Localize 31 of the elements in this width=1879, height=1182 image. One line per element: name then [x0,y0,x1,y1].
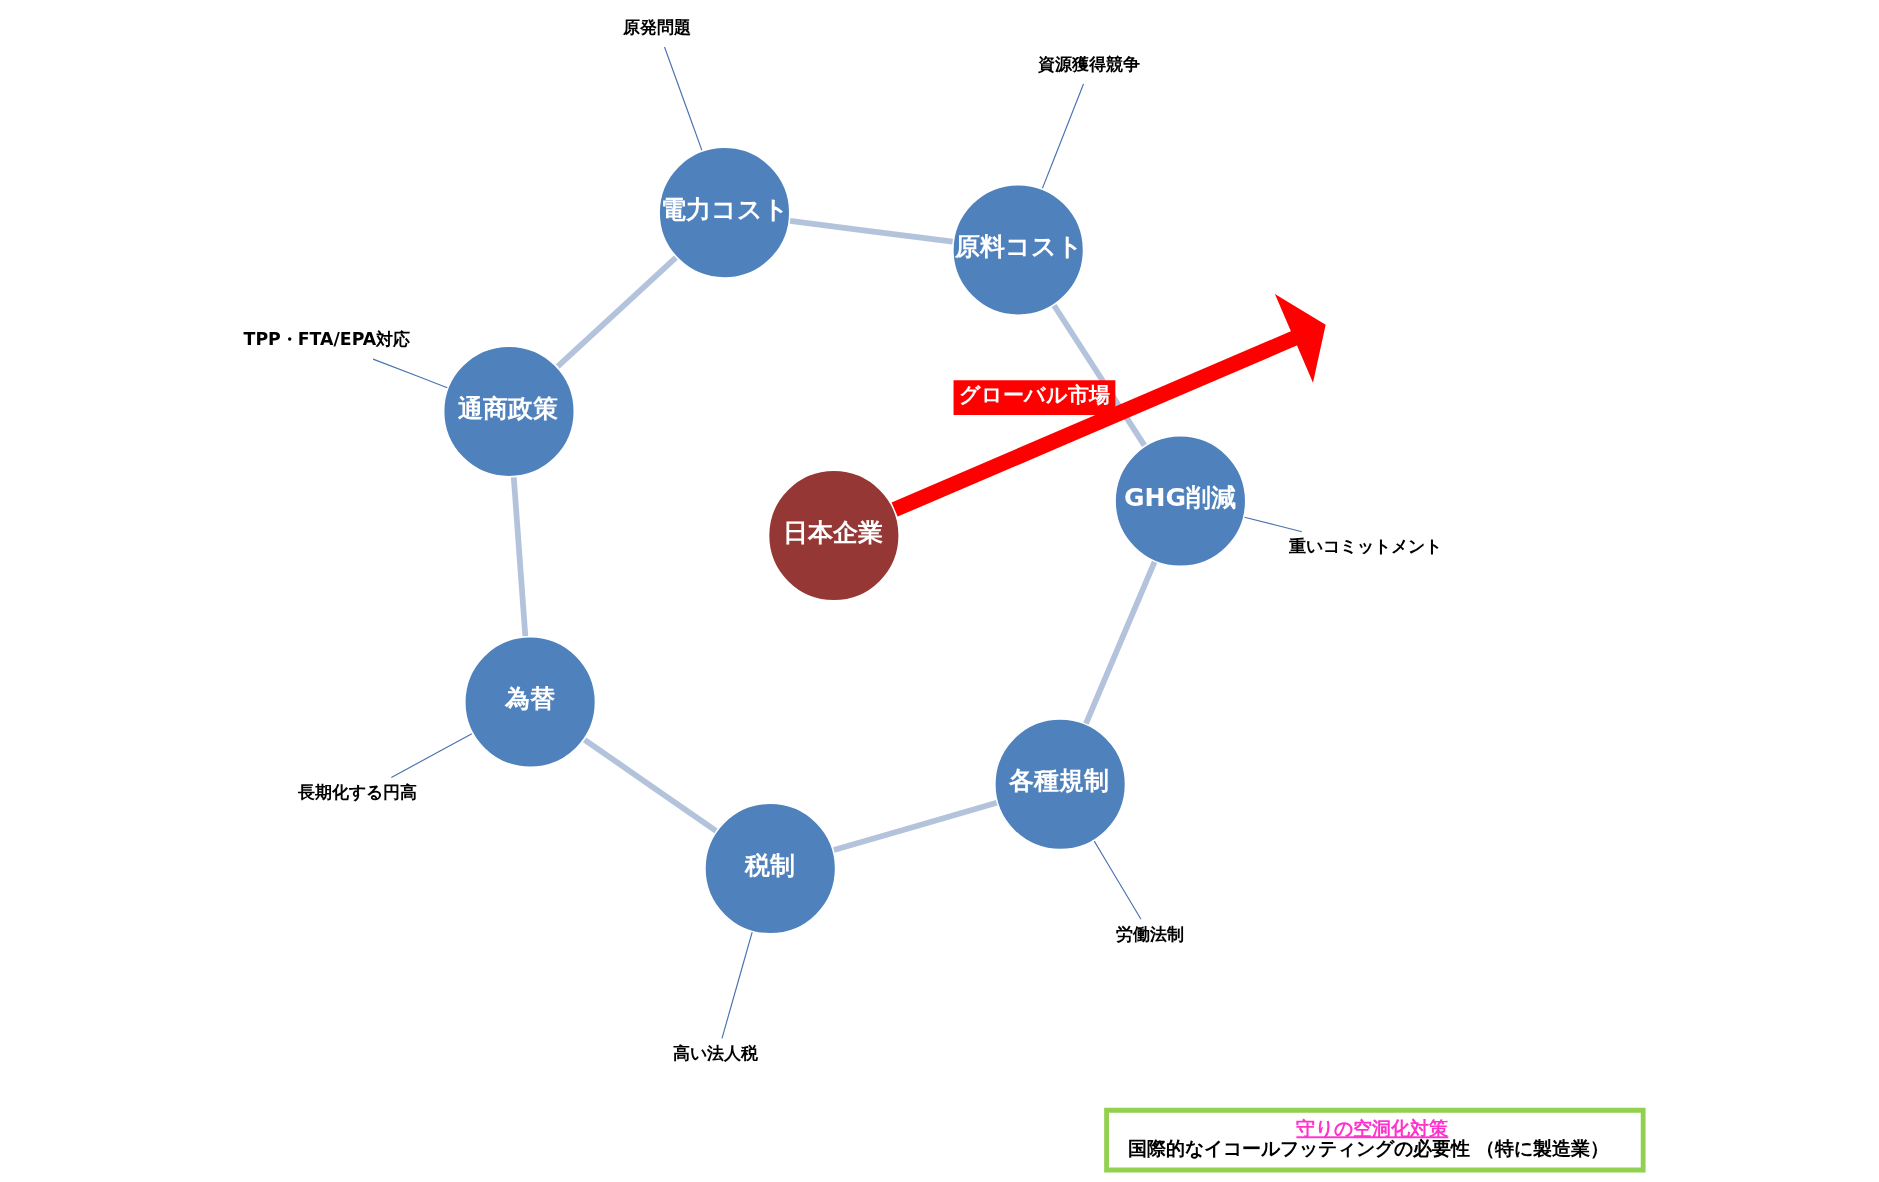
node-circle: 各種規制 [992,716,1128,852]
connector [663,46,703,151]
node-text: 資源獲得競争 [1037,53,1140,74]
node-circle: GHG削減 [1112,433,1248,569]
node-circle: 税制 [702,801,838,936]
node-circle: 通商政策 [441,344,577,479]
node-text: 長期化する円高 [297,782,417,803]
connector [1083,560,1158,725]
arrow [891,293,1326,517]
connector [1243,516,1303,533]
node-text: 労働法制 [1116,923,1185,944]
connector [1041,83,1085,189]
node-text: 高い法人税 [673,1043,759,1064]
node-box: 守りの空洞化対策 国際的なイコールフッティングの必要性 （特に製造業） [1104,1107,1646,1173]
connector [555,255,678,369]
node-text: 重いコミットメント [1289,536,1443,557]
connector [789,218,953,245]
connector [721,931,753,1039]
node-circle: 為替 [462,634,598,770]
connector [582,737,718,834]
connector [390,733,473,779]
connector [833,799,998,853]
connector [372,358,448,389]
node-circle: 原料コスト [950,182,1086,318]
node-text: TPP・FTA/EPA対応 [243,328,411,349]
node-circle: 日本企業 [766,468,902,603]
node-circle: 電力コスト [657,145,792,281]
edge-label: グローバル市場 [959,381,1111,407]
node-text: 原発問題 [623,16,691,37]
connector [510,477,529,637]
connector [1093,840,1142,920]
